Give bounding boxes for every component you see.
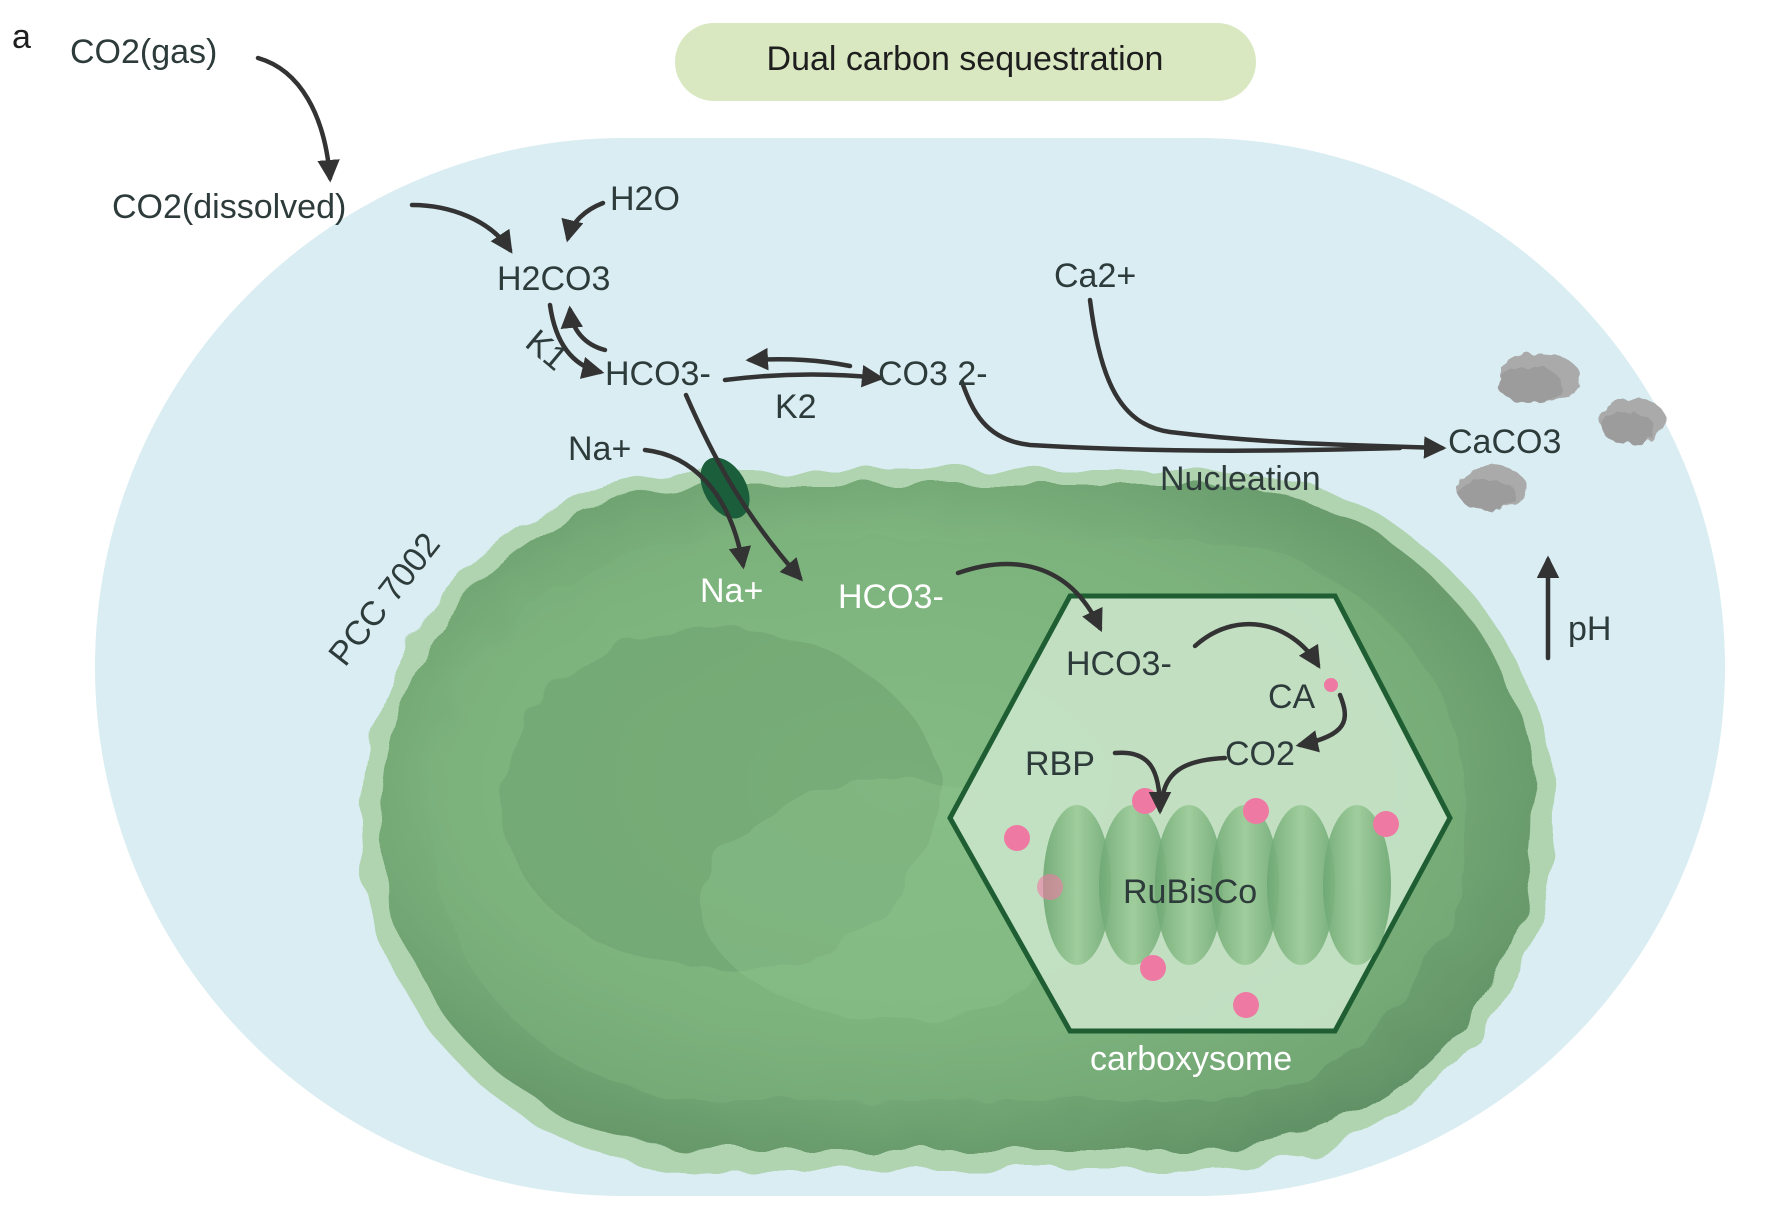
label-co3: CO3 2- <box>878 355 988 393</box>
label-ph: pH <box>1568 610 1611 648</box>
bicarbonate-transporter <box>700 457 750 519</box>
label-ca: Ca2+ <box>1054 257 1136 295</box>
label-co2-gas: CO2(gas) <box>70 33 217 71</box>
label-hco3-outer: HCO3- <box>605 355 711 393</box>
label-hco3-inner: HCO3- <box>838 578 944 616</box>
label-carbonic-anhydrase: CA <box>1268 678 1316 716</box>
diagram-title: Dual carbon sequestration <box>767 40 1164 78</box>
label-nucleation: Nucleation <box>1160 460 1321 498</box>
label-caco3: CaCO3 <box>1448 423 1561 461</box>
label-co2-carboxysome: CO2 <box>1225 735 1295 773</box>
label-carboxysome: carboxysome <box>1090 1040 1292 1078</box>
title-pill <box>675 23 1256 101</box>
reaction-arrows <box>255 55 1560 815</box>
label-na-inner: Na+ <box>700 572 763 610</box>
label-hco3-carboxysome: HCO3- <box>1066 645 1172 683</box>
panel-label: a <box>12 18 31 56</box>
label-rbp: RBP <box>1025 745 1095 783</box>
label-h2co3: H2CO3 <box>497 260 610 298</box>
label-h2o: H2O <box>610 180 680 218</box>
label-na-outer: Na+ <box>568 430 631 468</box>
label-rubisco: RuBisCo <box>1123 873 1257 911</box>
label-k2: K2 <box>775 388 817 426</box>
label-co2-dissolved: CO2(dissolved) <box>112 188 346 226</box>
rubisco-complexes <box>1043 805 1391 965</box>
carbonic-anhydrase-dots <box>1004 678 1399 1018</box>
caco3-precipitates <box>1457 353 1666 511</box>
